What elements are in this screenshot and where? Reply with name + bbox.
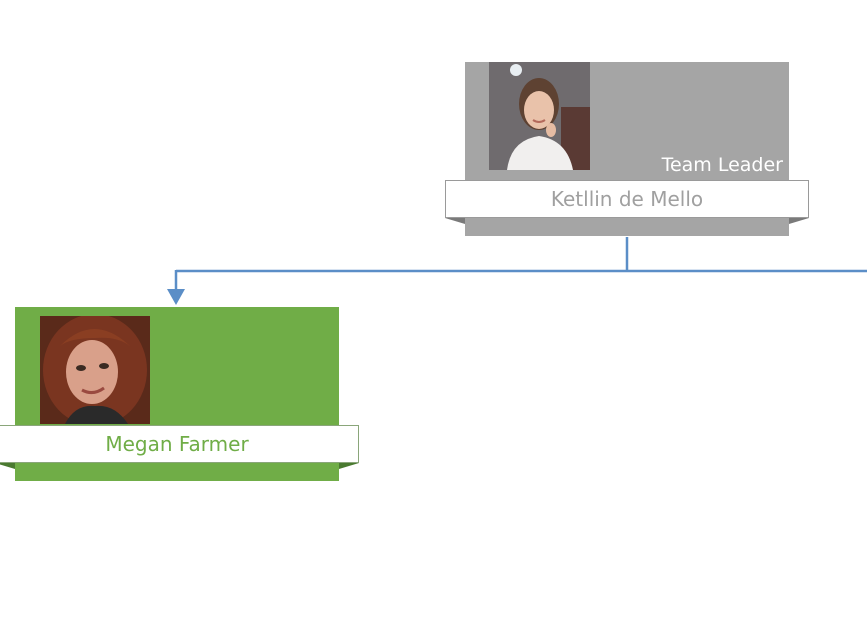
leader-banner-fold-right — [789, 218, 809, 224]
leader-banner-fold-left — [445, 218, 465, 224]
leader-photo — [489, 62, 590, 170]
connector-arrowhead — [167, 289, 185, 305]
member-name-banner[interactable]: Megan Farmer — [0, 425, 359, 463]
leader-name-banner[interactable]: Ketllin de Mello — [445, 180, 809, 218]
leader-role: Team Leader — [661, 154, 783, 176]
leader-name: Ketllin de Mello — [550, 187, 704, 211]
leader-card[interactable]: Team Leader — [465, 62, 789, 236]
member-name: Megan Farmer — [105, 432, 249, 456]
member-banner-fold-right — [339, 463, 359, 469]
member-banner-fold-left — [0, 463, 15, 469]
member-photo — [40, 316, 150, 424]
